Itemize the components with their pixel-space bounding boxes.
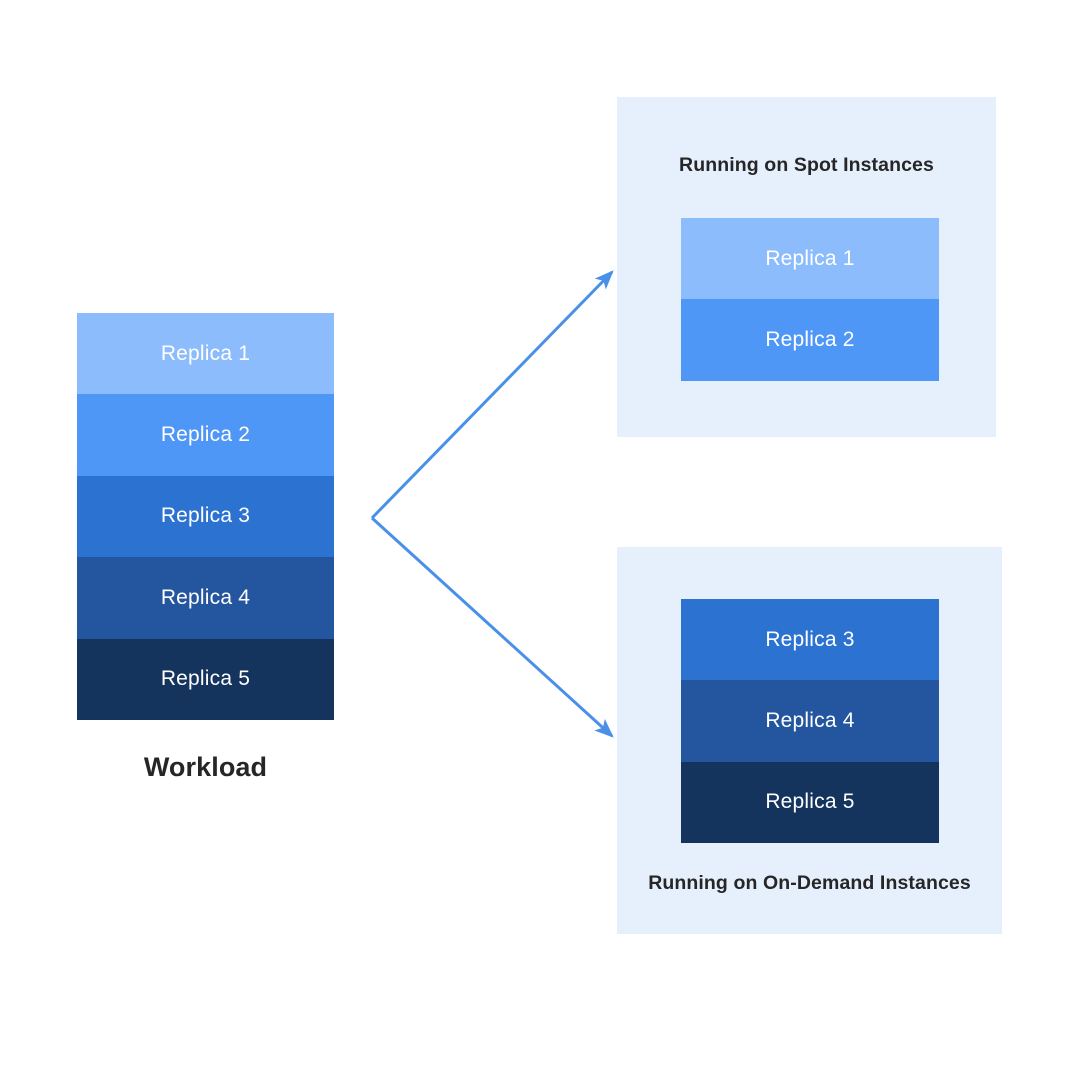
spot-panel-title: Running on Spot Instances (679, 154, 934, 176)
workload-replica-2[interactable]: Replica 2 (77, 394, 334, 476)
on-demand-replica-5[interactable]: Replica 5 (681, 761, 939, 844)
workload-replica-1[interactable]: Replica 1 (77, 313, 334, 395)
spot-replica-stack: Replica 1 Replica 2 (681, 218, 939, 381)
on-demand-instances-panel: Replica 3 Replica 4 Replica 5 Running on… (617, 547, 1002, 934)
spot-instances-panel: Running on Spot Instances Replica 1 Repl… (617, 97, 996, 437)
on-demand-replica-4[interactable]: Replica 4 (681, 680, 939, 762)
workload-label: Workload (143, 752, 268, 782)
workload-replica-5[interactable]: Replica 5 (77, 638, 334, 720)
workload-replica-stack: Replica 1 Replica 2 Replica 3 Replica 4 … (77, 313, 334, 720)
on-demand-replica-stack: Replica 3 Replica 4 Replica 5 (681, 599, 939, 844)
workload-replica-4[interactable]: Replica 4 (77, 557, 334, 639)
workload-replica-3[interactable]: Replica 3 (77, 475, 334, 558)
arrow-to-spot (370, 270, 614, 520)
spot-replica-2[interactable]: Replica 2 (681, 299, 939, 381)
on-demand-replica-3[interactable]: Replica 3 (681, 599, 939, 681)
spot-replica-1[interactable]: Replica 1 (681, 218, 939, 300)
on-demand-panel-title: Running on On-Demand Instances (648, 872, 971, 894)
arrow-to-ondemand (370, 516, 614, 738)
